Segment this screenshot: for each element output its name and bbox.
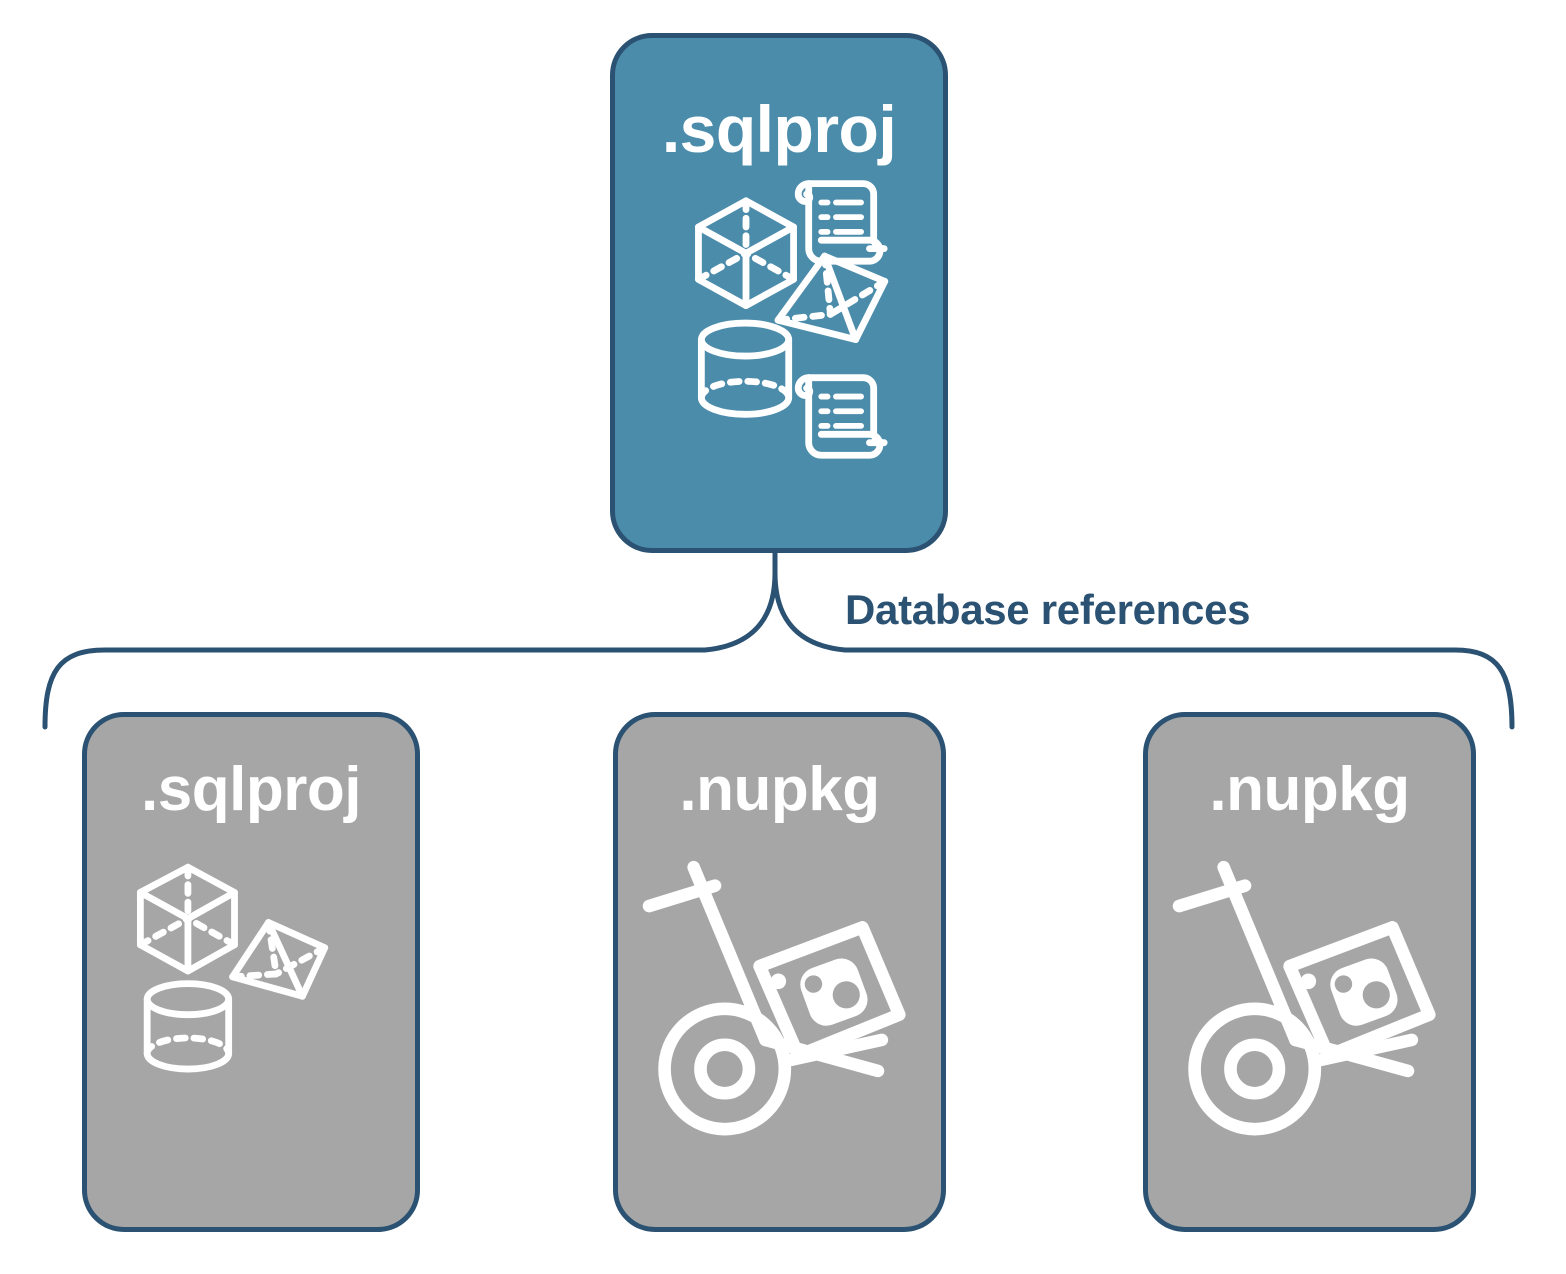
scroll-icon bbox=[794, 180, 888, 265]
hand-truck-icon bbox=[1172, 860, 1419, 1136]
pyramid-icon bbox=[229, 919, 329, 1000]
node-card-child-nupkg-1[interactable]: .nupkg bbox=[613, 712, 946, 1232]
cube-icon bbox=[695, 197, 797, 310]
cube-icon bbox=[136, 863, 238, 975]
pyramid-icon bbox=[774, 252, 889, 343]
node-label-root: .sqlproj bbox=[661, 92, 897, 166]
node-card-child-nupkg-2[interactable]: .nupkg bbox=[1143, 712, 1476, 1232]
hand-truck-icon bbox=[642, 860, 889, 1136]
node-label-child-2: .nupkg bbox=[1209, 755, 1410, 824]
nuget-package-icon bbox=[1283, 921, 1436, 1062]
brace-label: Database references bbox=[845, 586, 1251, 633]
node-label-child-0: .sqlproj bbox=[141, 755, 361, 824]
node-card-child-sqlproj[interactable]: .sqlproj bbox=[82, 712, 420, 1232]
node-label-child-1: .nupkg bbox=[679, 755, 880, 824]
nuget-package-icon bbox=[753, 921, 906, 1062]
cylinder-icon bbox=[697, 319, 793, 418]
scroll-icon bbox=[794, 374, 888, 459]
node-card-root-sqlproj[interactable]: .sqlproj bbox=[610, 33, 948, 553]
cylinder-icon bbox=[143, 980, 233, 1073]
